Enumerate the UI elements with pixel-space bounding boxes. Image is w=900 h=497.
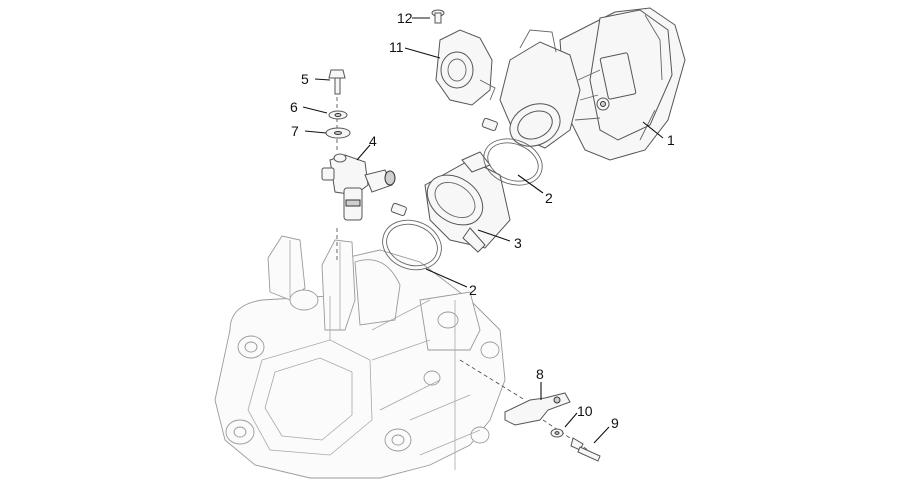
leader-9 [593, 426, 610, 444]
callout-6: 6 [290, 99, 298, 115]
callout-1: 1 [667, 132, 675, 148]
leader-1 [642, 121, 664, 139]
bolt-5-part [328, 69, 346, 95]
callout-2-upper: 2 [545, 190, 553, 206]
callout-10: 10 [577, 403, 593, 419]
leader-6 [302, 106, 328, 114]
leader-10 [564, 412, 578, 428]
callout-4: 4 [369, 133, 377, 149]
leader-7 [304, 130, 327, 134]
callout-3: 3 [514, 235, 522, 251]
leader-lines [302, 17, 664, 444]
callout-11: 11 [389, 39, 404, 55]
leader-2-upper [517, 174, 544, 194]
callout-12: 12 [397, 10, 413, 26]
callout-5: 5 [301, 71, 309, 87]
washer-6-part [328, 110, 348, 120]
hose-clamp-upper-part [481, 117, 543, 186]
leader-3 [477, 229, 511, 242]
hose-clamp-lower-part [382, 202, 442, 271]
callout-2-lower: 2 [469, 282, 477, 298]
callout-7: 7 [291, 123, 299, 139]
screw-12-part [431, 9, 445, 24]
cover-part [435, 29, 496, 106]
throttle-body-part [499, 7, 686, 161]
callout-labels: 1 2 2 3 4 5 6 7 8 9 10 11 12 [290, 10, 675, 431]
callout-8: 8 [536, 366, 544, 382]
engine-block [214, 235, 506, 479]
leader-4 [356, 144, 371, 161]
bracket-part [504, 392, 571, 426]
leader-11 [404, 47, 441, 59]
leader-5 [314, 78, 331, 81]
screw-9-part [570, 437, 601, 462]
washer-10-part [550, 428, 564, 438]
callout-9: 9 [611, 415, 619, 431]
leader-2-lower [425, 268, 468, 288]
washer-7-part [325, 127, 351, 139]
assembly-line-bracket [459, 359, 526, 401]
intake-manifold-part [424, 151, 511, 253]
fuel-injector-part [321, 153, 396, 221]
